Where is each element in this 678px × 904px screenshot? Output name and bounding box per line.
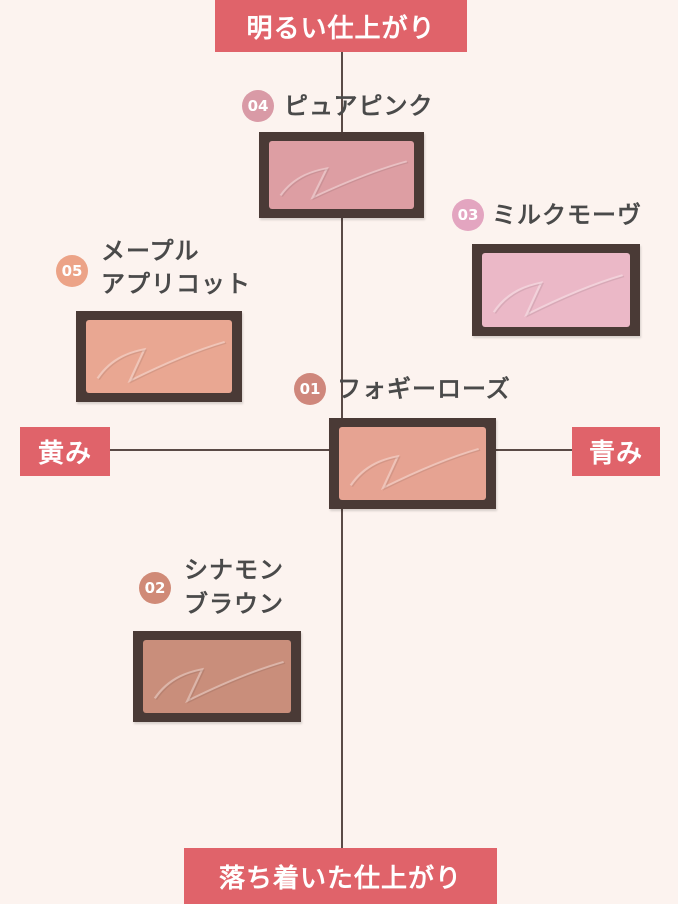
axis-label-bright: 明るい仕上がり <box>215 0 467 52</box>
embossed-swoosh <box>492 274 625 318</box>
shade-name-01: フォギーローズ <box>337 375 511 403</box>
shade-pan-04 <box>259 132 424 218</box>
shade-name-03: ミルクモーヴ <box>492 201 642 229</box>
embossed-swoosh <box>153 660 286 704</box>
embossed-swoosh <box>96 340 227 384</box>
shade-name-02-line1: シナモン <box>184 556 284 584</box>
shade-badge-01: 01 <box>294 373 326 405</box>
shade-name-02-line2: ブラウン <box>184 590 284 618</box>
shade-name-05-line2: アプリコット <box>101 270 251 298</box>
shade-badge-03: 03 <box>452 199 484 231</box>
shade-pan-03 <box>472 244 640 336</box>
shade-badge-02: 02 <box>139 572 171 604</box>
axis-label-calm: 落ち着いた仕上がり <box>184 848 497 904</box>
shade-name-05-line1: メープル <box>101 237 200 265</box>
shade-badge-05: 05 <box>56 255 88 287</box>
shade-name-04: ピュアピンク <box>284 92 434 120</box>
embossed-swoosh <box>349 447 481 491</box>
shade-pan-02 <box>133 631 301 722</box>
axis-label-yellowish: 黄み <box>20 427 110 476</box>
shade-pan-05 <box>76 311 242 402</box>
embossed-swoosh <box>279 160 409 201</box>
shade-pan-01 <box>329 418 496 509</box>
shade-badge-04: 04 <box>242 90 274 122</box>
axis-label-bluish: 青み <box>572 427 660 476</box>
